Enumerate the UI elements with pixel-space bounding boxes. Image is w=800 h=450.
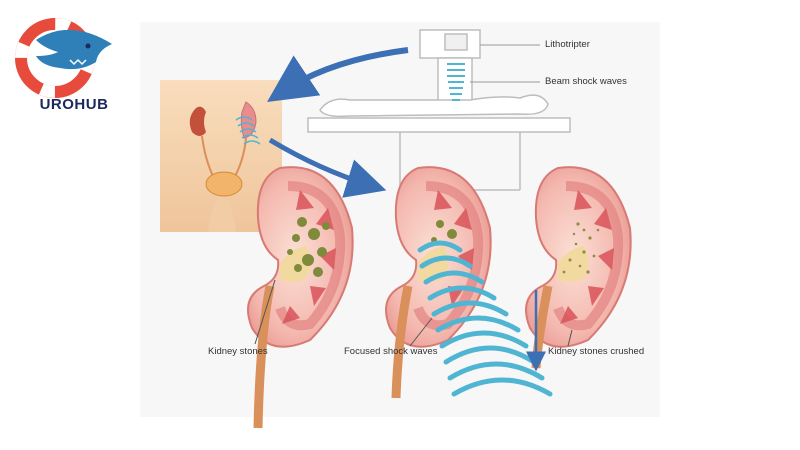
logo-wordmark: UROHUB [39, 96, 109, 113]
lithotripter-machine [307, 29, 571, 191]
bladder [205, 171, 243, 197]
kidney-stones-crushed [525, 166, 632, 369]
arrow-torso-to-kidney [268, 137, 387, 198]
focused-shock-waves [417, 240, 553, 397]
label-kidney-stones-crushed: Kidney stones crushed [548, 346, 645, 357]
torso-illustration [160, 80, 282, 232]
label-lithotripter: Lithotripter [545, 39, 590, 50]
kidney-with-stones [247, 166, 354, 429]
arrow-machine-to-torso [267, 47, 409, 102]
urohub-logo [15, 18, 112, 98]
beam-shock-waves [447, 63, 465, 101]
label-beam-shock-waves: Beam shock waves [545, 76, 627, 87]
kidney-stone-cluster [287, 217, 330, 277]
label-leader-lines [254, 279, 573, 347]
left-kidney [189, 106, 206, 136]
label-kidney-stones: Kidney stones [208, 346, 268, 357]
label-focused-shock-waves: Focused shock waves [344, 346, 438, 357]
shark-icon [36, 29, 112, 70]
